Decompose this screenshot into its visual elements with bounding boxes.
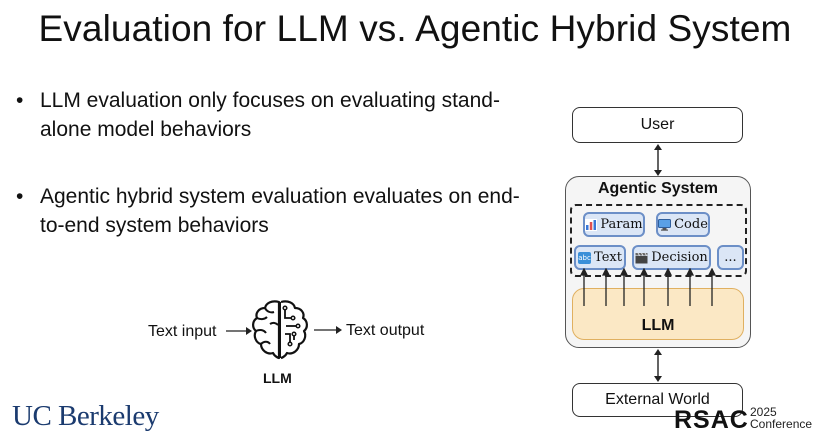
- clapperboard-icon: [635, 252, 648, 263]
- llm-to-outputs-arrows: [579, 268, 717, 306]
- llm-box: LLM: [572, 288, 744, 340]
- bullet-list: • LLM evaluation only focuses on evaluat…: [14, 86, 534, 278]
- bullet-item: • LLM evaluation only focuses on evaluat…: [14, 86, 534, 144]
- input-arrow: [226, 327, 252, 335]
- bullet-text: Agentic hybrid system evaluation evaluat…: [40, 185, 520, 237]
- more-label: ...: [724, 250, 737, 265]
- llm-caption: LLM: [263, 370, 292, 386]
- param-label: Param: [600, 217, 643, 232]
- decision-chip: Decision: [632, 245, 711, 270]
- agentic-external-arrow: [654, 349, 662, 382]
- bullet-item: • Agentic hybrid system evaluation evalu…: [14, 182, 534, 240]
- output-arrow: [314, 326, 342, 334]
- bullet-marker: •: [16, 89, 24, 112]
- user-agentic-arrow: [654, 144, 662, 176]
- code-chip: Code: [656, 212, 710, 237]
- text-input-label: Text input: [148, 323, 217, 340]
- abc-icon: abc: [578, 251, 592, 264]
- rsac-conference: Conference: [750, 417, 813, 431]
- text-label: Text: [594, 250, 622, 265]
- rsac-year: 2025: [750, 405, 777, 419]
- text-output-label: Text output: [346, 322, 425, 339]
- bar-chart-icon: [585, 218, 598, 231]
- more-chip: ...: [717, 245, 744, 270]
- slide-title: Evaluation for LLM vs. Agentic Hybrid Sy…: [38, 8, 792, 49]
- uc-berkeley-logo: UC Berkeley: [12, 400, 159, 432]
- param-chip: Param: [583, 212, 645, 237]
- code-label: Code: [674, 217, 708, 232]
- external-world-label: External World: [605, 391, 710, 408]
- outputs-dashed-group: [570, 204, 747, 277]
- monitor-icon: [658, 218, 672, 231]
- user-label: User: [640, 116, 675, 133]
- rsac-logo: RSAC: [674, 406, 749, 434]
- text-chip: abc Text: [574, 245, 626, 270]
- bullet-marker: •: [16, 185, 24, 208]
- brain-circuit-icon: [252, 300, 308, 360]
- bullet-text: LLM evaluation only focuses on evaluatin…: [40, 89, 500, 141]
- agentic-system-title: Agentic System: [597, 180, 719, 197]
- external-world-box: External World: [572, 383, 743, 417]
- decision-label: Decision: [651, 250, 708, 265]
- user-box: User: [572, 107, 743, 143]
- llm-box-label: LLM: [641, 317, 675, 334]
